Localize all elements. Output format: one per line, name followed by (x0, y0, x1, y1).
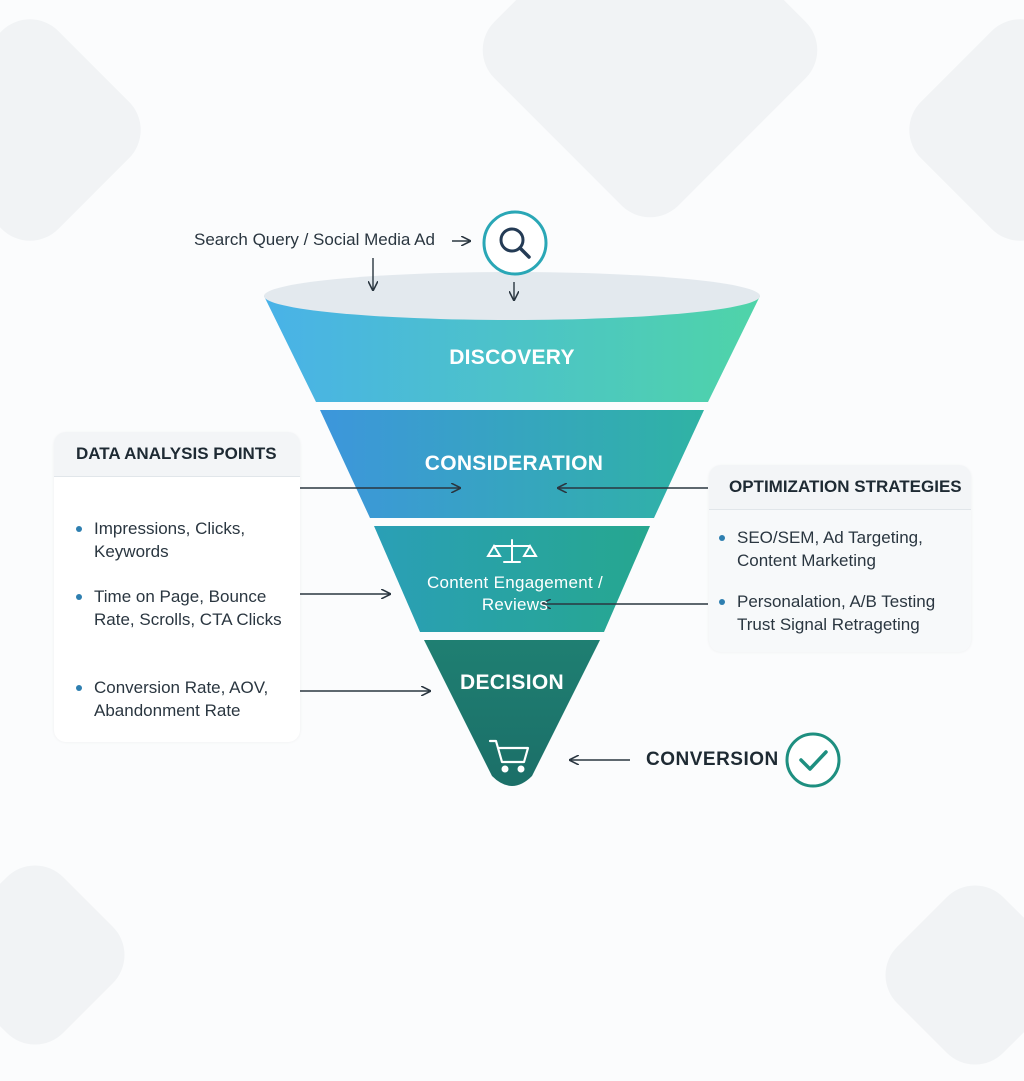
strategy-item: SEO/SEM, Ad Targeting, Content Marketing (719, 526, 967, 572)
data-item: Impressions, Clicks, Keywords (76, 517, 294, 563)
funnel-top-rim (264, 272, 760, 320)
optimization-panel: OPTIMIZATION STRATEGIES SEO/SEM, Ad Targ… (709, 465, 971, 652)
checkmark-icon (785, 732, 841, 788)
stage-label-consideration: CONSIDERATION (424, 452, 604, 475)
data-analysis-panel: DATA ANALYSIS POINTS Impressions, Clicks… (54, 432, 300, 742)
data-analysis-body: Impressions, Clicks, Keywords Time on Pa… (54, 477, 300, 742)
shopping-cart-icon (488, 739, 530, 773)
funnel-diagram (264, 210, 841, 788)
stage-label-decision: DECISION (460, 671, 564, 694)
optimization-body: SEO/SEM, Ad Targeting, Content Marketing… (709, 510, 971, 652)
funnel-stage-consideration (320, 410, 704, 518)
source-label: Search Query / Social Media Ad (194, 230, 435, 249)
stage-label-discovery: DISCOVERY (449, 346, 575, 369)
search-icon (482, 210, 548, 276)
data-item: Conversion Rate, AOV, Abandonment Rate (76, 676, 304, 722)
strategy-item: Personalation, A/B Testing Trust Signal … (719, 590, 967, 636)
conversion-label: CONVERSION (646, 749, 779, 770)
funnel-stage-discovery (264, 296, 760, 402)
funnel-stage-engagement (374, 526, 650, 632)
stage-label-engagement: Content Engagement / Reviews (426, 573, 604, 614)
optimization-title: OPTIMIZATION STRATEGIES (709, 465, 971, 510)
scale-icon (486, 539, 538, 563)
data-analysis-title: DATA ANALYSIS POINTS (54, 432, 300, 477)
funnel-stage-decision (424, 640, 600, 786)
data-item: Time on Page, Bounce Rate, Scrolls, CTA … (76, 585, 304, 631)
